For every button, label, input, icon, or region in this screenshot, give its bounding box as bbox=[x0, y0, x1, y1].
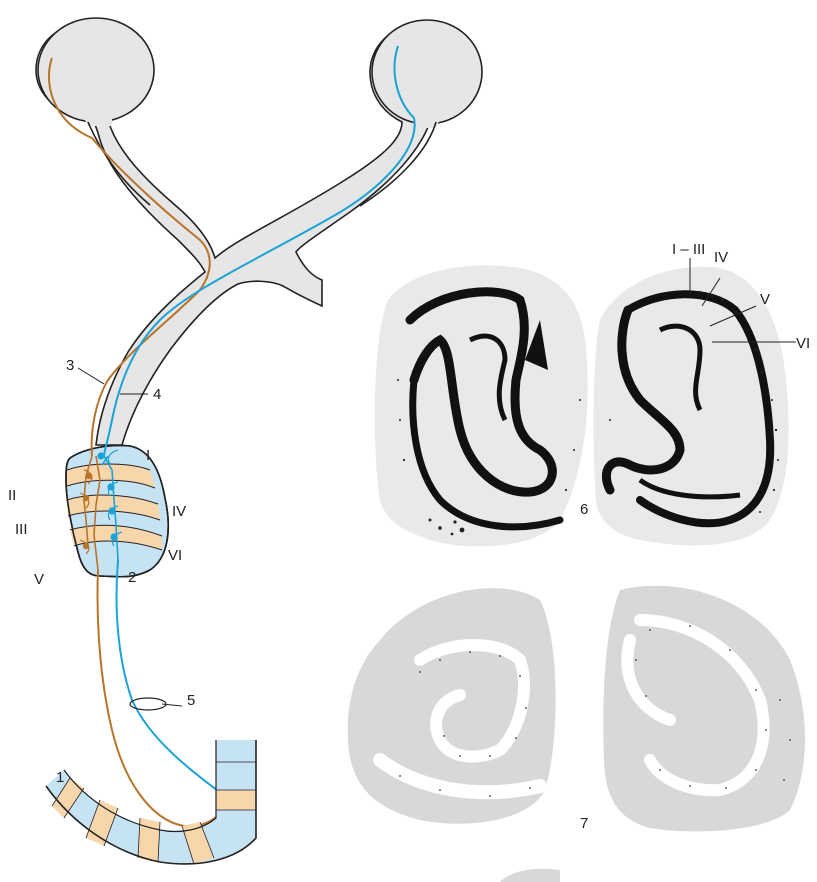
label-6: 6 bbox=[580, 501, 588, 518]
label-3: 3 bbox=[66, 357, 74, 374]
label-4: 4 bbox=[153, 386, 161, 403]
lgn-layer-V: V bbox=[34, 571, 44, 588]
section-layer-I-III: I – III bbox=[672, 241, 705, 258]
striate-cortex-strip bbox=[46, 740, 256, 864]
label-5: 5 bbox=[187, 692, 195, 709]
lgn-layer-VI: VI bbox=[168, 547, 182, 564]
lgn-layer-III: III bbox=[15, 521, 28, 538]
right-eye bbox=[372, 20, 482, 124]
section-layer-V: V bbox=[760, 291, 770, 308]
optic-radiation-ipsilateral bbox=[117, 560, 230, 800]
label-2: 2 bbox=[128, 569, 136, 586]
lgn-layer-II: II bbox=[8, 487, 16, 504]
lgn-layer-IV: IV bbox=[172, 503, 186, 520]
section-layer-IV: IV bbox=[714, 249, 728, 266]
section-layer-VI: VI bbox=[796, 335, 810, 352]
label-1: 1 bbox=[56, 769, 64, 786]
lgn-layer-I: I bbox=[146, 447, 150, 464]
unstained-section-7 bbox=[348, 586, 805, 882]
radiation-bundle-ring bbox=[130, 698, 166, 710]
label-7: 7 bbox=[580, 815, 588, 832]
